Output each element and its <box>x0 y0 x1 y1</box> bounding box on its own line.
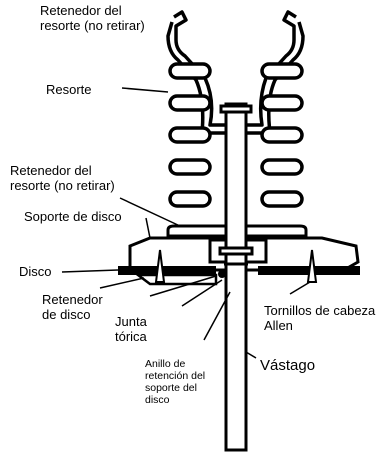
label-disc-retainer-line1: Retenedor <box>42 292 103 307</box>
label-disc: Disco <box>19 264 52 279</box>
label-disc-holder: Soporte de disco <box>24 209 122 224</box>
label-lower-spring-retainer-line2: resorte (no retirar) <box>10 178 115 193</box>
label-allen-screws-line1: Tornillos de cabeza <box>264 303 376 318</box>
stem <box>218 102 254 452</box>
spring-coils <box>168 62 304 208</box>
label-upper-spring-retainer-line2: resorte (no retirar) <box>40 18 145 33</box>
label-o-ring-line2: tórica <box>115 329 147 344</box>
label-o-ring: Junta tórica <box>115 314 147 344</box>
allen-screws <box>154 249 318 283</box>
label-lower-spring-retainer: Retenedor del resorte (no retirar) <box>10 163 115 193</box>
label-disc-retainer: Retenedor de disco <box>42 292 103 322</box>
label-allen-screws-line2: Allen <box>264 318 293 333</box>
label-spring: Resorte <box>46 82 92 97</box>
disc <box>118 266 216 275</box>
label-allen-screws: Tornillos de cabeza Allen <box>264 303 375 333</box>
label-upper-spring-retainer-line1: Retenedor del <box>40 3 122 18</box>
label-retaining-ring-line2: retención del <box>145 370 206 382</box>
label-lower-spring-retainer-line1: Retenedor del <box>10 163 92 178</box>
label-disc-retainer-line2: de disco <box>42 307 91 322</box>
o-ring <box>218 270 226 278</box>
label-retaining-ring-line1: Anillo de <box>145 358 186 370</box>
label-stem: Vástago <box>260 357 316 374</box>
label-o-ring-line1: Junta <box>115 314 147 329</box>
label-retaining-ring-line4: disco <box>145 394 170 406</box>
leader-lines <box>61 87 311 359</box>
label-retaining-ring-line3: soporte del <box>145 382 197 394</box>
label-retaining-ring: Anillo de retención del soporte del disc… <box>145 358 205 406</box>
label-upper-spring-retainer: Retenedor del resorte (no retirar) <box>40 3 145 33</box>
